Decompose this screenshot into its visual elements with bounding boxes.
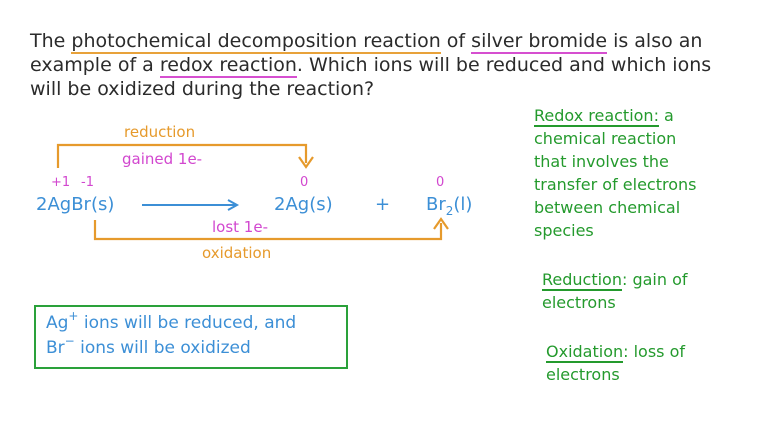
term-photochemical-decomposition: photochemical decomposition reaction <box>71 30 441 54</box>
product-ag: 2Ag(s) <box>274 194 333 215</box>
question-text: will be oxidized during the reaction? <box>30 78 375 100</box>
ox-state-br-product: 0 <box>436 175 445 190</box>
question-line-3: will be oxidized during the reaction? <box>30 78 374 101</box>
br-state: (l) <box>453 194 473 215</box>
ag-charge: + <box>68 309 79 323</box>
br-charge: − <box>64 334 75 348</box>
answer-line-2: Br− ions will be oxidized <box>46 334 251 358</box>
definition-text: : gain of <box>621 270 688 289</box>
answer-text: ions will be oxidized <box>74 338 251 358</box>
oxidation-label: oxidation <box>202 244 272 262</box>
ox-state-ag-reactant: +1 <box>51 175 71 190</box>
reduction-label: reduction <box>124 123 196 141</box>
question-text: . Which ions will be reduced and which i… <box>296 54 712 76</box>
redox-def-line-2: chemical reaction <box>534 129 677 148</box>
answer-text: ions will be reduced, and <box>78 313 297 333</box>
redox-def-line-5: between chemical <box>534 198 681 217</box>
question-text: of <box>440 30 472 52</box>
term-silver-bromide: silver bromide <box>471 30 608 54</box>
lost-electron-label: lost 1e- <box>212 218 268 236</box>
ag-ion: Ag <box>46 313 69 333</box>
redox-def-line-6: species <box>534 221 594 240</box>
ox-state-ag-product: 0 <box>300 175 309 190</box>
definition-text: a <box>658 106 674 125</box>
term-redox-reaction: redox reaction <box>159 54 297 78</box>
br-symbol: Br <box>426 194 446 215</box>
oxidation-definition: Oxidation: loss of electrons <box>546 340 685 386</box>
question-line-1: The photochemical decomposition reaction… <box>30 30 703 54</box>
oxidation-def-line-1: Oxidation: loss of <box>546 340 685 363</box>
reduction-bracket <box>56 143 308 168</box>
question-text: The <box>30 30 72 52</box>
reduction-arrowhead <box>298 156 314 169</box>
redox-term: Redox reaction: <box>534 106 659 127</box>
reduction-def-line-1: Reduction: gain of <box>542 268 688 291</box>
question-text: is also an <box>607 30 703 52</box>
br-ion: Br <box>46 338 65 358</box>
question-text: example of a <box>30 54 160 76</box>
definition-text: : loss of <box>623 342 686 361</box>
br-subscript: 2 <box>445 204 454 218</box>
answer-box: Ag+ ions will be reduced, and Br− ions w… <box>34 305 348 369</box>
redox-def-line-1: Redox reaction: a <box>534 104 696 127</box>
product-br2: Br2(l) <box>426 194 473 218</box>
redox-def-line-4: transfer of electrons <box>534 175 697 194</box>
reduction-definition: Reduction: gain of electrons <box>542 268 688 314</box>
ox-state-br-reactant: -1 <box>81 175 94 190</box>
reactant-agbr: 2AgBr(s) <box>36 194 115 215</box>
oxidation-arrowhead <box>433 217 449 230</box>
reaction-arrowhead <box>227 199 240 211</box>
gained-electron-label: gained 1e- <box>122 150 203 168</box>
redox-def-line-3: that involves the <box>534 152 669 171</box>
redox-definition: Redox reaction: a chemical reaction that… <box>534 104 696 242</box>
plus-sign: + <box>375 194 391 215</box>
oxidation-bracket <box>93 220 443 241</box>
oxidation-term: Oxidation <box>546 342 624 363</box>
answer-line-1: Ag+ ions will be reduced, and <box>46 309 297 333</box>
reduction-term: Reduction <box>542 270 622 291</box>
question-line-2: example of a redox reaction. Which ions … <box>30 54 712 78</box>
oxidation-def-line-2: electrons <box>546 365 620 384</box>
reduction-def-line-2: electrons <box>542 293 616 312</box>
